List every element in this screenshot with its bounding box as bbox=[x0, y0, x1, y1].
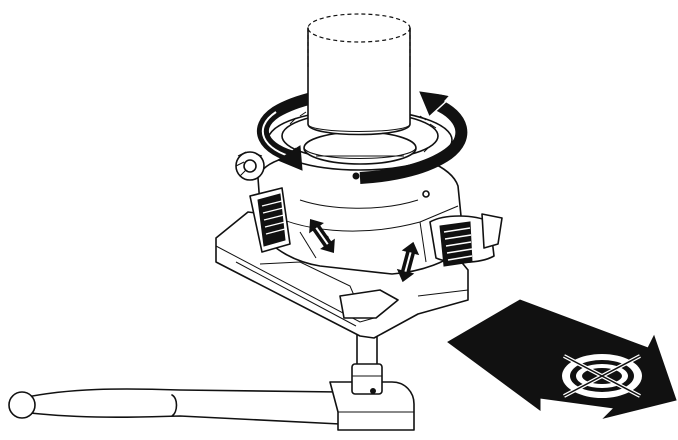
cylinder-body bbox=[307, 13, 411, 136]
ratchet-wrench bbox=[8, 333, 415, 431]
wrench-socket bbox=[351, 363, 383, 395]
wrench-extension bbox=[356, 333, 378, 369]
adjust-arrows-icon bbox=[309, 218, 335, 254]
direction-arrow-icon bbox=[447, 299, 677, 419]
left-clamp-knob bbox=[249, 187, 291, 253]
wrench-head bbox=[329, 381, 415, 431]
adjust-arrows-icon bbox=[396, 241, 420, 283]
wrench-handle-ball bbox=[8, 391, 36, 419]
right-clamp-knob bbox=[429, 213, 503, 267]
thumb-wheel bbox=[235, 151, 265, 181]
crosshair-target-icon bbox=[562, 354, 642, 398]
